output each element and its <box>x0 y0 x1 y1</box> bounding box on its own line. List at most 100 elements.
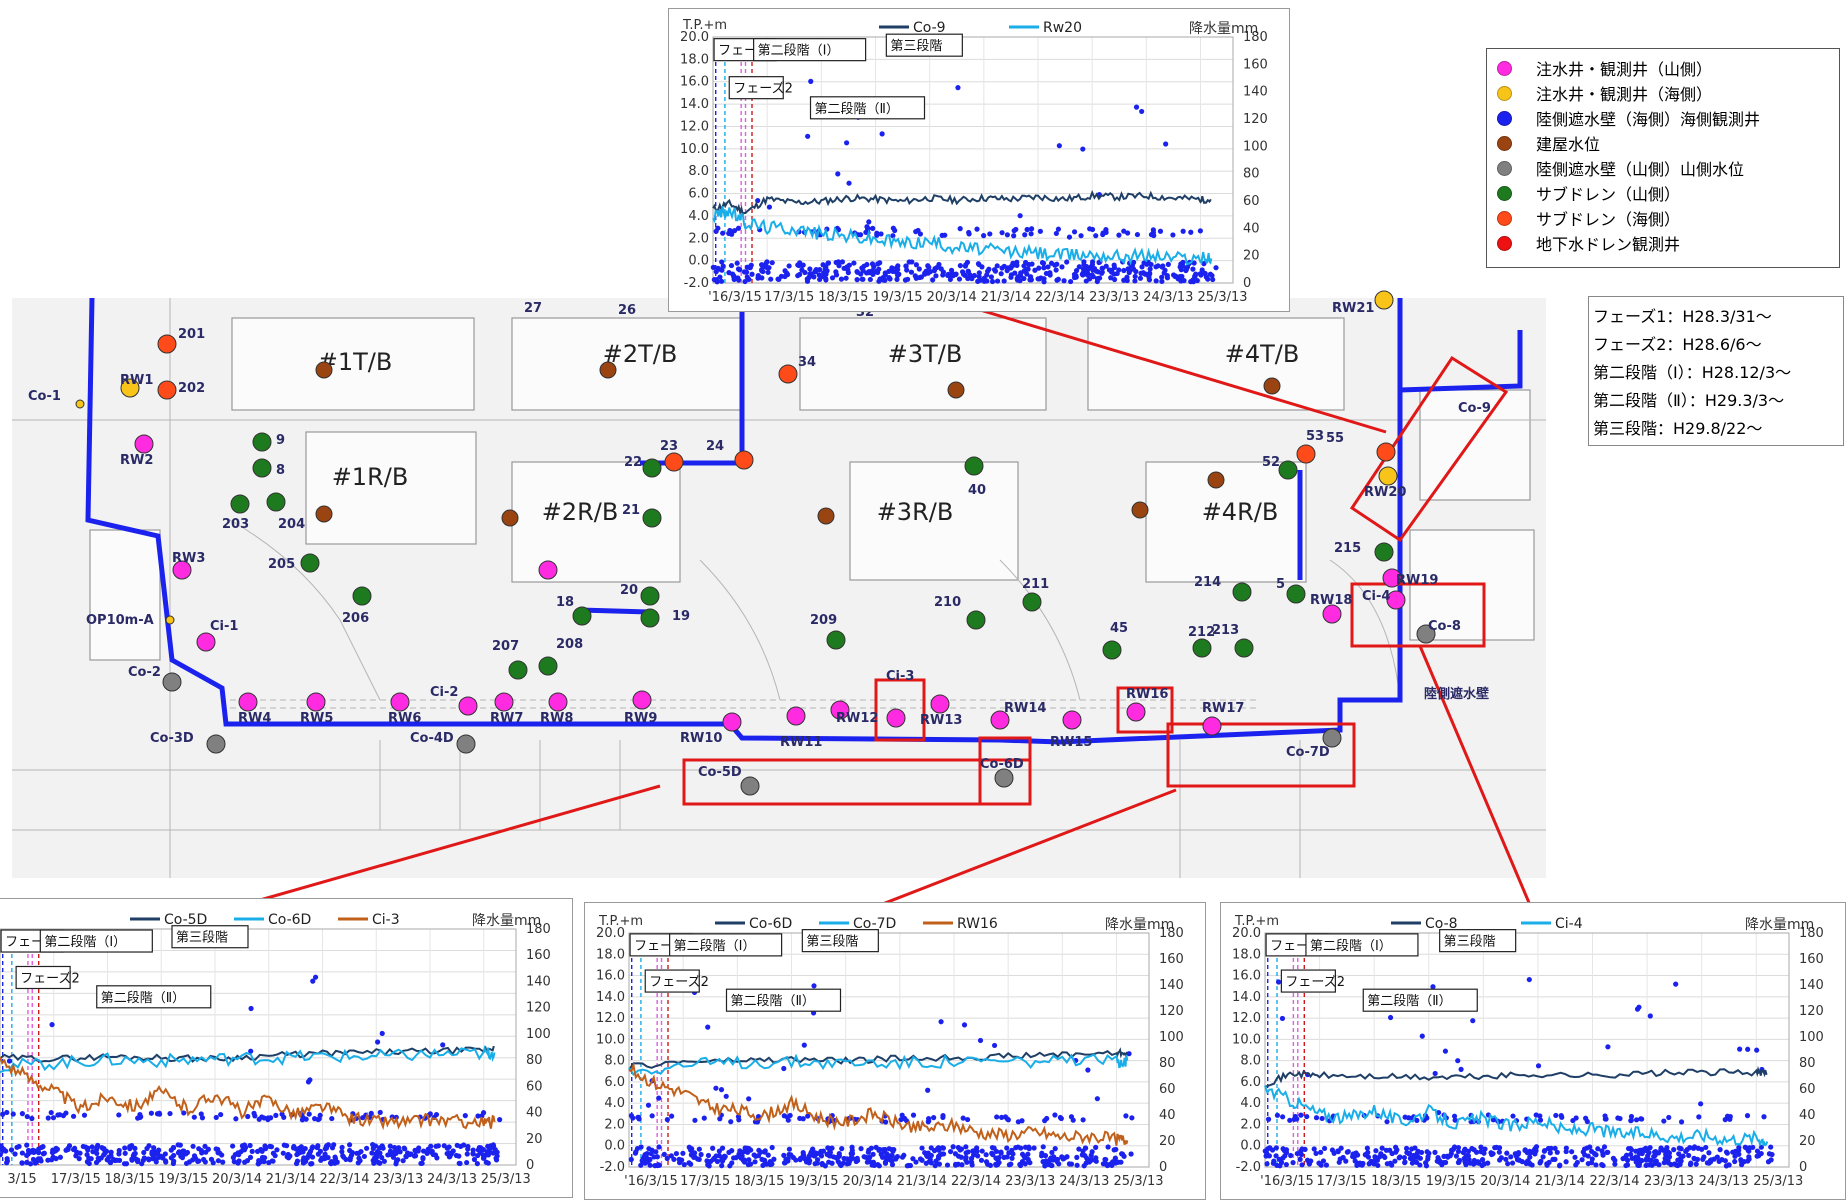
well-marker <box>162 672 182 692</box>
y2-tick-label: 20 <box>526 1132 543 1147</box>
y-tick-label: 12.0 <box>680 119 709 134</box>
precipitation-dot <box>63 1110 69 1116</box>
precipitation-dot <box>933 1158 939 1164</box>
well-label: RW13 <box>920 713 962 728</box>
precipitation-dot <box>889 1147 895 1153</box>
precipitation-dot <box>781 1152 787 1158</box>
y2-tick-label: 160 <box>1159 952 1184 967</box>
phase-annotation-box <box>725 988 842 1012</box>
x-tick-label: 17/3/15 <box>1317 1174 1367 1189</box>
phase-annotation-label: 第三段階 <box>806 935 858 950</box>
precipitation-dot <box>947 1148 954 1155</box>
well-marker <box>1374 290 1394 310</box>
well-label: 40 <box>968 483 986 498</box>
precipitation-dot <box>1275 979 1282 985</box>
precipitation-dot <box>890 225 896 231</box>
precipitation-dot <box>1724 1113 1731 1119</box>
precipitation-dot <box>400 1158 406 1164</box>
precipitation-dot <box>1471 1160 1477 1167</box>
precipitation-dot <box>1676 1145 1682 1151</box>
precipitation-dot <box>713 1153 719 1159</box>
precipitation-dot <box>199 1115 206 1121</box>
precipitation-dot <box>1475 1160 1481 1166</box>
well-label: RW5 <box>300 711 333 726</box>
precipitation-dot <box>1021 268 1027 274</box>
x-tick-label: 21/3/14 <box>1535 1174 1585 1189</box>
well-marker <box>640 608 660 628</box>
precipitation-dot <box>1478 1144 1484 1150</box>
building-label: #4R/B <box>1202 498 1279 526</box>
well-label: 210 <box>934 595 961 610</box>
well-label: 211 <box>1022 577 1049 592</box>
precipitation-dot <box>332 1156 339 1162</box>
well-label: 205 <box>268 557 295 572</box>
y2-tick-label: 20 <box>1799 1134 1816 1149</box>
phase-annotation-label: 第二段階（Ⅱ） <box>731 994 815 1009</box>
well-label: RW6 <box>388 711 421 726</box>
series-line <box>628 1061 1129 1146</box>
phase-annotation-label: 第二段階（Ⅰ） <box>758 44 840 59</box>
well-marker <box>206 734 226 754</box>
y-tick-label: 6.0 <box>604 1075 625 1090</box>
precipitation-dot <box>994 278 1001 284</box>
precipitation-dot <box>956 276 963 282</box>
precipitation-dot <box>638 1144 644 1150</box>
precipitation-dot <box>324 1143 330 1149</box>
precipitation-dot <box>782 273 788 280</box>
precipitation-dot <box>776 276 782 282</box>
precipitation-dot <box>116 1112 122 1118</box>
precipitation-dot <box>356 1150 362 1156</box>
phase-item: 第三段階：H29.8/22～ <box>1593 419 1763 438</box>
precipitation-dot <box>258 1146 264 1153</box>
legend-item: 注水井・観測井（海側） <box>1497 82 1712 104</box>
precipitation-dot <box>1587 1144 1593 1150</box>
precipitation-dot <box>95 1142 101 1148</box>
y-tick-label: 0.0 <box>1240 1139 1261 1154</box>
precipitation-dot <box>1736 1151 1742 1157</box>
precipitation-dot <box>132 1145 138 1151</box>
phase-annotation-box <box>644 969 700 993</box>
precipitation-dot <box>866 219 872 225</box>
y-tick-label: 8.0 <box>604 1054 625 1069</box>
well-marker <box>740 776 760 796</box>
precipitation-dot <box>681 1162 687 1168</box>
phase-annotation-label: 第三段階 <box>176 931 228 946</box>
precipitation-dot <box>844 1156 850 1162</box>
legend-dot <box>1497 110 1512 126</box>
precipitation-dot <box>766 204 773 210</box>
precipitation-dot <box>1126 1051 1132 1057</box>
precipitation-dot <box>145 1156 151 1162</box>
precipitation-dot <box>3 1148 9 1154</box>
precipitation-dot <box>1406 1150 1413 1157</box>
precipitation-dot <box>1595 1146 1601 1152</box>
well-label: Co-1 <box>28 389 61 404</box>
precipitation-dot <box>749 271 755 277</box>
precipitation-dot <box>840 1160 846 1166</box>
precipitation-dot <box>964 1159 970 1165</box>
well-marker <box>1416 624 1436 644</box>
precipitation-dot <box>1273 1145 1279 1151</box>
precipitation-dot <box>1047 272 1053 278</box>
precipitation-dot <box>1703 1144 1709 1151</box>
precipitation-dot <box>959 1162 965 1168</box>
precipitation-dot <box>315 1116 321 1123</box>
precipitation-dot <box>1510 1113 1516 1119</box>
legend-label: Co-7D <box>853 916 896 932</box>
precipitation-dot <box>364 1145 370 1151</box>
precipitation-dot <box>89 1144 95 1150</box>
precipitation-dot <box>993 1148 1000 1155</box>
well-marker <box>930 694 950 714</box>
x-tick-label: 20/3/14 <box>212 1172 262 1187</box>
precipitation-dot <box>1738 1157 1744 1163</box>
precipitation-dot <box>679 1157 685 1163</box>
y2-axis-label: 降水量mm <box>1105 917 1174 933</box>
precipitation-dot <box>1181 277 1187 284</box>
precipitation-dot <box>1461 1155 1467 1162</box>
precipitation-dot <box>1628 1113 1635 1120</box>
precipitation-dot <box>10 1111 16 1117</box>
building-label: #3T/B <box>888 340 963 368</box>
precipitation-dot <box>1691 1156 1697 1162</box>
precipitation-dot <box>1742 1144 1748 1150</box>
precipitation-dot <box>391 1151 397 1157</box>
building-label: #2T/B <box>603 340 678 368</box>
